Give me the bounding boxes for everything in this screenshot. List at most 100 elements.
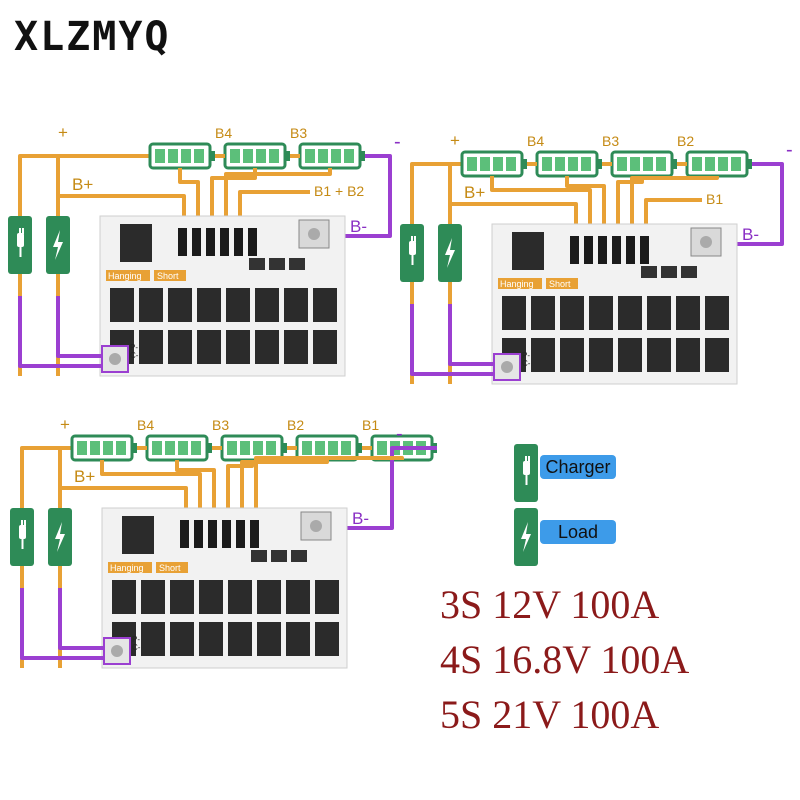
board-mosfet — [112, 580, 136, 614]
plug-icon-head — [19, 525, 26, 539]
battery-segment — [90, 441, 100, 455]
legend-charger-label: Charger — [540, 455, 616, 479]
board-hanging-tag — [106, 270, 150, 281]
cell-label-b1: B1 — [362, 417, 379, 433]
board-pad-label-c: C- — [130, 351, 139, 360]
board-small-component — [178, 228, 187, 256]
battery-cell-icon — [148, 142, 215, 170]
battery-segment — [240, 441, 250, 455]
plug-icon-pin — [525, 456, 527, 462]
battery-segment — [341, 441, 351, 455]
board-mosfet — [197, 288, 221, 322]
board-mosfet — [257, 622, 281, 656]
bplus-label: B+ — [74, 467, 95, 486]
lightning-icon-bolt — [55, 522, 65, 552]
board-mosfet — [647, 296, 671, 330]
board-mosfet — [226, 330, 250, 364]
board-mosfet — [589, 338, 613, 372]
board-label-short: Short — [157, 271, 179, 281]
tap-label: B1 + B2 — [314, 183, 364, 199]
lightning-icon-bolt — [521, 522, 531, 552]
board-hanging-tag — [498, 278, 542, 289]
cell-label-b4: B4 — [137, 417, 154, 433]
battery-cell-icon — [145, 434, 212, 462]
legend-load-label: Load — [540, 520, 616, 544]
board-pad-label-p: P- — [522, 351, 530, 360]
battery-segment — [705, 157, 715, 171]
board-mosfet — [618, 296, 642, 330]
board-small-component — [180, 520, 189, 548]
board-label-hanging: Hanging — [108, 271, 142, 281]
battery-segment — [555, 157, 565, 171]
board-label-short: Short — [159, 563, 181, 573]
battery-segment — [506, 157, 516, 171]
plug-icon — [400, 224, 424, 282]
battery-terminal — [672, 159, 677, 169]
board-small-component — [220, 228, 229, 256]
board-mosfet — [170, 622, 194, 656]
board-ic-chip — [512, 232, 544, 270]
board-mosfet — [226, 288, 250, 322]
tap-label: B1 — [706, 191, 723, 207]
board-small-component — [661, 266, 677, 278]
board-label-hanging: Hanging — [500, 279, 534, 289]
wire — [18, 296, 102, 368]
lightning-icon — [438, 224, 462, 282]
board-mosfet — [315, 622, 339, 656]
plug-icon-cord — [21, 539, 24, 549]
battery-terminal — [360, 151, 365, 161]
battery-segment — [318, 149, 328, 163]
board-mosfet — [502, 296, 526, 330]
board-mosfet — [139, 288, 163, 322]
plug-icon-head — [17, 233, 24, 247]
plug-icon-pin — [22, 228, 24, 234]
board-pminus-hole — [109, 353, 121, 365]
board-mosfet — [531, 338, 555, 372]
wire — [331, 446, 437, 530]
bplus-label: B+ — [464, 183, 485, 202]
board-mosfet — [255, 288, 279, 322]
bminus-label: B- — [742, 225, 759, 244]
battery-cell-icon — [223, 142, 290, 170]
board-mosfet — [257, 580, 281, 614]
minus-label: - — [396, 423, 403, 445]
board-small-component — [234, 228, 243, 256]
board-pad-label-p: P- — [132, 635, 140, 644]
battery-cell-icon — [610, 150, 677, 178]
battery-segment — [630, 157, 640, 171]
battery-segment — [692, 157, 702, 171]
board-pminus-hole — [111, 645, 123, 657]
cell-label-b2: B2 — [677, 133, 694, 149]
board-pminus-hole — [501, 361, 513, 373]
board-mosfet — [141, 580, 165, 614]
wire — [100, 460, 202, 518]
board-small-component — [681, 266, 697, 278]
spec-3s: 3S 12V 100A — [440, 582, 660, 627]
plug-icon-pin — [411, 236, 413, 242]
board-mosfet — [313, 288, 337, 322]
wire — [490, 176, 592, 234]
battery-segment — [168, 149, 178, 163]
battery-segment — [243, 149, 253, 163]
plug-icon-pin — [414, 236, 416, 242]
board-label-short: Short — [549, 279, 571, 289]
spec-4s: 4S 16.8V 100A — [440, 637, 690, 682]
board-small-component — [236, 520, 245, 548]
board-mosfet — [170, 580, 194, 614]
plug-icon — [10, 508, 34, 566]
board-small-component — [598, 236, 607, 264]
cell-label-b2: B2 — [287, 417, 304, 433]
plus-label: + — [60, 415, 70, 434]
board-small-component — [208, 520, 217, 548]
cell-label-b4: B4 — [527, 133, 544, 149]
board-small-component — [570, 236, 579, 264]
brand-title: XLZMYQ — [14, 14, 171, 60]
battery-segment — [103, 441, 113, 455]
battery-segment — [178, 441, 188, 455]
board-mosfet — [168, 288, 192, 322]
battery-segment — [165, 441, 175, 455]
plug-icon-cord — [411, 255, 414, 265]
